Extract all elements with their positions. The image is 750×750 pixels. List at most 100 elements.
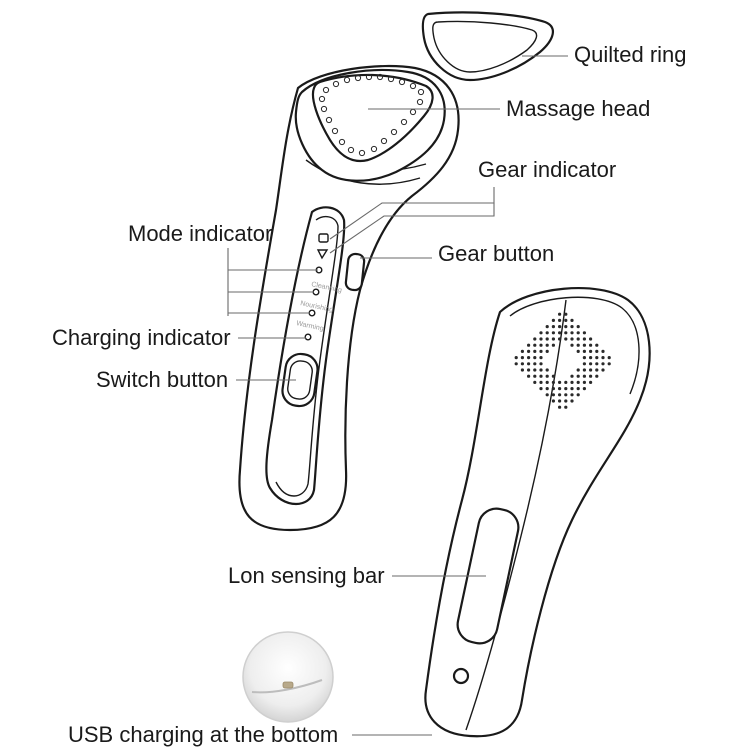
- pattern-dot: [527, 368, 531, 372]
- pattern-dot: [527, 356, 531, 360]
- pattern-dot: [551, 387, 556, 391]
- pattern-dot: [595, 374, 599, 378]
- pattern-dot: [520, 362, 525, 366]
- pattern-dot: [570, 337, 574, 341]
- gear-button[interactable]: [344, 252, 366, 292]
- pattern-dot: [545, 331, 549, 335]
- pattern-dot: [527, 349, 531, 353]
- pattern-dot: [595, 356, 599, 360]
- label-mode-indicator: Mode indicator: [128, 221, 272, 246]
- pattern-dot: [595, 349, 599, 353]
- pattern-dot: [533, 356, 537, 360]
- pattern-dot: [545, 393, 549, 397]
- pattern-dot: [570, 343, 574, 347]
- pattern-dot: [558, 380, 562, 384]
- pattern-dot: [576, 343, 580, 347]
- pattern-dot: [527, 374, 531, 378]
- pattern-dot: [551, 374, 556, 378]
- pattern-dot: [582, 343, 587, 347]
- pattern-dot: [539, 349, 543, 353]
- pattern-dot: [589, 362, 593, 366]
- pattern-dot: [514, 362, 518, 366]
- pattern-dot: [582, 374, 587, 378]
- label-gear-indicator: Gear indicator: [478, 157, 616, 182]
- pattern-dot: [564, 380, 568, 384]
- leader-lines: [227, 55, 568, 736]
- pattern-dot: [576, 380, 580, 384]
- label-quilted-ring: Quilted ring: [574, 42, 687, 67]
- pattern-dot: [595, 362, 599, 366]
- pattern-dot: [558, 387, 562, 391]
- pattern-dot: [595, 368, 599, 372]
- pattern-dot: [533, 343, 537, 347]
- pattern-dot: [545, 387, 549, 391]
- pattern-dot: [533, 362, 537, 366]
- pattern-dot: [582, 337, 587, 341]
- usb-port: [452, 667, 470, 685]
- pattern-dot: [576, 349, 580, 353]
- pattern-dot: [564, 399, 568, 403]
- pattern-dot: [558, 318, 562, 322]
- charging-indicator-light: [304, 333, 312, 341]
- pattern-dot: [589, 374, 593, 378]
- pattern-dot: [576, 368, 580, 372]
- pattern-dot: [564, 312, 568, 316]
- pattern-dot: [564, 337, 568, 341]
- pattern-dot: [582, 368, 587, 372]
- pattern-dot: [558, 331, 562, 335]
- pattern-dot: [533, 374, 537, 378]
- pattern-dot: [551, 318, 556, 322]
- pattern-dot: [570, 380, 574, 384]
- pattern-dot: [582, 380, 587, 384]
- pattern-dot: [582, 387, 587, 391]
- gear-indicator-icon-1: [318, 233, 329, 243]
- pattern-dot: [545, 349, 549, 353]
- pattern-dot: [533, 380, 537, 384]
- pattern-dot: [576, 325, 580, 329]
- pattern-dot: [539, 387, 543, 391]
- pattern-dot: [533, 349, 537, 353]
- pattern-dot: [558, 405, 562, 409]
- pattern-dot: [570, 374, 574, 378]
- pattern-dot: [589, 337, 593, 341]
- pattern-dot: [589, 349, 593, 353]
- pattern-dot: [558, 325, 562, 329]
- pattern-dot: [551, 380, 556, 384]
- pattern-dot: [601, 349, 605, 353]
- pattern-dot: [558, 393, 562, 397]
- pattern-dot: [570, 393, 574, 397]
- back-device-illustration: [424, 287, 651, 738]
- pattern-dot: [558, 399, 562, 403]
- pattern-dot: [527, 362, 531, 366]
- pattern-dot: [589, 368, 593, 372]
- pattern-dot: [520, 356, 525, 360]
- pattern-dot: [576, 387, 580, 391]
- pattern-dot: [551, 399, 556, 403]
- pattern-dot: [576, 337, 580, 341]
- pattern-dot: [551, 331, 556, 335]
- pattern-dot: [533, 337, 537, 341]
- switch-button[interactable]: [281, 352, 320, 408]
- pattern-dot: [527, 343, 531, 347]
- pattern-dot: [533, 368, 537, 372]
- pattern-dot: [520, 368, 525, 372]
- usb-charging-inset: [242, 631, 334, 723]
- pattern-dot: [564, 387, 568, 391]
- quilted-ring-illustration: [421, 11, 554, 82]
- pattern-dot: [545, 374, 549, 378]
- pattern-dot: [601, 362, 605, 366]
- pattern-dot: [545, 368, 549, 372]
- pattern-dot: [558, 337, 562, 341]
- pattern-dot: [545, 343, 549, 347]
- pattern-dot: [582, 349, 587, 353]
- pattern-dot: [601, 368, 605, 372]
- pattern-dot: [539, 356, 543, 360]
- pattern-dot: [589, 356, 593, 360]
- label-charging-indicator: Charging indicator: [52, 325, 231, 350]
- back-dot-pattern: [514, 312, 611, 409]
- pattern-dot: [582, 331, 587, 335]
- pattern-dot: [520, 349, 525, 353]
- pattern-dot: [595, 343, 599, 347]
- pattern-dot: [601, 356, 605, 360]
